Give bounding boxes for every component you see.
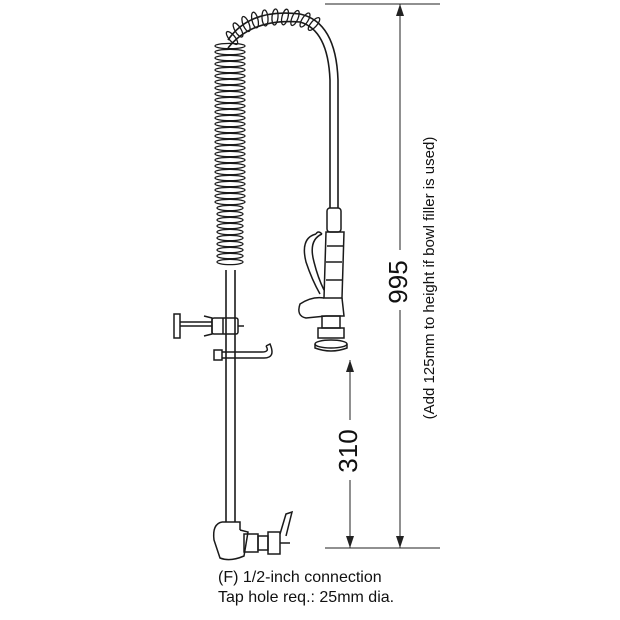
spring-coil-loop — [216, 246, 244, 254]
spring-coil-loop — [216, 210, 244, 218]
spring-coil-loop — [271, 8, 279, 26]
spring-coil-loop — [214, 138, 246, 146]
spring-coil-loop — [214, 132, 246, 140]
spring-coil-loop — [216, 240, 244, 248]
spring-coil-loop — [216, 204, 244, 212]
dimension-label-310: 310 — [333, 429, 363, 472]
spring-coil-loop — [216, 222, 244, 230]
spring-coil-loop — [214, 174, 246, 182]
spring-coil-loop — [216, 234, 244, 242]
dimension-310 — [346, 360, 354, 548]
spring-coil-loop — [214, 90, 246, 98]
spring-coil-loop — [214, 198, 246, 206]
spring-coil-loop — [214, 72, 246, 80]
spring-coil-loop — [216, 216, 244, 224]
connection-caption: (F) 1/2-inch connection — [218, 569, 382, 586]
spring-coil-loop — [250, 11, 260, 29]
dimension-label-995: 995 — [383, 260, 413, 303]
spring-coil-loop — [214, 96, 246, 104]
spring-coil-loop — [280, 8, 290, 26]
spring-coil-loop — [214, 180, 246, 188]
spring-coil-loop — [214, 114, 246, 122]
spring-coil-loop — [299, 12, 311, 28]
spring-coil-loop — [214, 102, 246, 110]
spring-coil-loop — [216, 228, 244, 236]
spring-coil — [214, 8, 321, 266]
spring-coil-loop — [214, 150, 246, 158]
wall-bracket — [173, 313, 244, 339]
spring-coil-loop — [214, 60, 246, 68]
spring-coil-loop — [307, 16, 321, 32]
spring-coil-loop — [214, 84, 246, 92]
tap-hole-caption: Tap hole req.: 25mm dia. — [218, 589, 395, 606]
dimension-995 — [325, 3, 440, 549]
spring-coil-loop — [214, 168, 246, 176]
spring-coil-loop — [214, 186, 246, 194]
elbow-connection — [212, 510, 294, 561]
spring-coil-loop — [290, 9, 300, 27]
spring-coil-loop — [214, 78, 246, 86]
spring-coil-loop — [214, 54, 246, 62]
spring-coil-loop — [216, 252, 244, 260]
spring-coil-loop — [214, 120, 246, 128]
spring-coil-loop — [261, 9, 269, 27]
spray-head — [298, 207, 348, 352]
spring-coil-loop — [214, 48, 246, 56]
spring-coil-loop — [214, 162, 246, 170]
spring-coil-loop — [232, 22, 244, 38]
spring-coil-loop — [214, 144, 246, 152]
spring-coil-loop — [214, 108, 246, 116]
hook-bracket — [213, 342, 273, 361]
riser-pipe — [225, 270, 236, 522]
spring-coil-loop — [214, 42, 246, 50]
spring-coil-loop — [216, 258, 244, 266]
spring-coil-loop — [214, 156, 246, 164]
spring-coil-loop — [214, 192, 246, 200]
spring-coil-loop — [241, 15, 251, 33]
spring-coil-loop — [214, 66, 246, 74]
spring-coil-loop — [214, 126, 246, 134]
bowl-filler-note: (Add 125mm to height if bowl filler is u… — [421, 137, 438, 420]
